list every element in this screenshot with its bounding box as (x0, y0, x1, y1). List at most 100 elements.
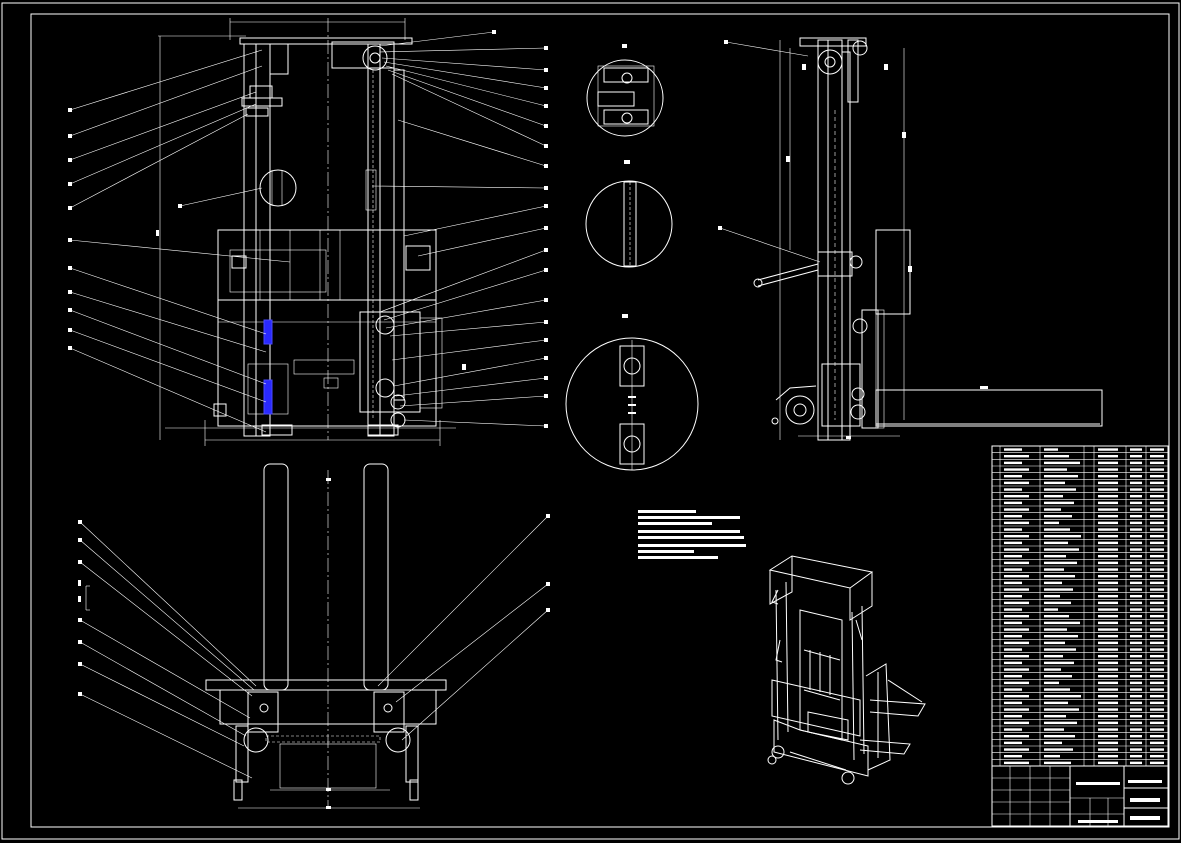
parts-list-cell (1130, 455, 1142, 458)
parts-list-cell (1098, 575, 1118, 578)
parts-list-cell (1004, 455, 1029, 458)
parts-list-cell (1130, 468, 1142, 471)
parts-list-cell (1150, 675, 1164, 678)
parts-list-cell (1098, 448, 1118, 451)
parts-list-cell (1098, 635, 1118, 638)
parts-list-cell (1004, 628, 1029, 631)
parts-list-cell (1044, 535, 1081, 538)
parts-list-cell (1044, 641, 1065, 645)
parts-list-cell (1004, 528, 1022, 531)
parts-list-cell (1044, 461, 1080, 465)
parts-list-cell (1044, 648, 1076, 651)
parts-list-cell (1004, 655, 1029, 658)
parts-list-cell (1150, 748, 1164, 751)
parts-list-cell (1004, 748, 1029, 751)
parts-list-cell (1004, 488, 1022, 491)
parts-list-cell (1044, 661, 1074, 665)
inner-frame (30, 13, 1170, 828)
parts-list-cell (1004, 495, 1029, 498)
parts-list-cell (1150, 461, 1164, 465)
parts-list-cell (1044, 608, 1058, 611)
parts-list-cell (1098, 761, 1118, 765)
parts-list-cell (1130, 481, 1142, 485)
parts-list-cell (1130, 501, 1142, 505)
parts-list-cell (1130, 688, 1142, 691)
parts-list-cell (1098, 608, 1118, 611)
parts-list-cell (1130, 695, 1142, 698)
parts-list-cell (1098, 655, 1118, 658)
parts-list-cell (1150, 695, 1164, 698)
side-view (718, 37, 1103, 441)
parts-list-cell (1130, 728, 1142, 731)
parts-list-cell (1098, 695, 1118, 698)
parts-list-cell (1098, 548, 1118, 551)
parts-list-cell (1004, 481, 1029, 485)
parts-list-cell (1004, 661, 1022, 665)
parts-list-cell (1044, 621, 1080, 625)
parts-list-cell (1150, 648, 1164, 651)
parts-list-cell (1150, 508, 1164, 511)
parts-list-cell (1150, 515, 1164, 518)
parts-list-cell (1004, 728, 1022, 731)
parts-list-cell (1098, 601, 1118, 605)
parts-list-cell (1044, 681, 1059, 685)
parts-list-cell (1004, 448, 1022, 451)
parts-list-cell (1130, 588, 1142, 591)
parts-list-cell (1150, 481, 1164, 485)
title-block (991, 765, 1169, 827)
parts-list-cell (1044, 555, 1066, 558)
parts-list-cell (1004, 648, 1022, 651)
parts-list-cell (1130, 668, 1142, 671)
parts-list-cell (1150, 621, 1164, 625)
parts-list-cell (1150, 528, 1164, 531)
parts-list-cell (1004, 608, 1022, 611)
parts-list-cell (1098, 521, 1118, 525)
parts-list-cell (1130, 461, 1142, 465)
parts-list-cell (1098, 648, 1118, 651)
parts-list-cell (1150, 628, 1164, 631)
technical-notes (638, 510, 746, 559)
front-view (68, 18, 548, 446)
parts-list-cell (1098, 615, 1118, 618)
parts-list-cell (1150, 655, 1164, 658)
parts-list-cell (1150, 555, 1164, 558)
parts-list-cell (1044, 468, 1067, 471)
parts-list-cell (1098, 555, 1118, 558)
parts-list-cell (1150, 541, 1164, 545)
parts-list-cell (1150, 668, 1164, 671)
parts-list-cell (1130, 488, 1142, 491)
parts-list-cell (1150, 755, 1164, 758)
parts-list-cell (1098, 515, 1118, 518)
parts-list-cell (1098, 475, 1118, 478)
parts-list-cell (1098, 461, 1118, 465)
parts-list-cell (1098, 495, 1118, 498)
parts-list-cell (1150, 715, 1164, 718)
parts-list-cell (1098, 708, 1118, 711)
parts-list-cell (1044, 721, 1077, 725)
parts-list-cell (1098, 661, 1118, 665)
parts-list-cell (1150, 588, 1164, 591)
parts-list-cell (1044, 701, 1068, 705)
parts-list-cell (1098, 681, 1118, 685)
parts-list-cell (1150, 641, 1164, 645)
parts-list-cell (1044, 561, 1077, 565)
parts-list-cell (1098, 501, 1118, 505)
parts-list-cell (1098, 748, 1118, 751)
parts-list-cell (1044, 501, 1074, 505)
parts-list-cell (1044, 635, 1078, 638)
parts-list-cell (1098, 721, 1118, 725)
parts-list-cell (1130, 735, 1142, 738)
parts-list-cell (1044, 735, 1075, 738)
parts-list-cell (1044, 455, 1069, 458)
parts-list-cell (1130, 701, 1142, 705)
detail-views (565, 44, 699, 471)
parts-list-cell (1098, 588, 1118, 591)
parts-list-cell (1130, 595, 1142, 598)
parts-list-cell (1004, 755, 1022, 758)
parts-list-cell (1130, 548, 1142, 551)
parts-list-cell (1044, 495, 1063, 498)
parts-list-cell (1150, 728, 1164, 731)
parts-list-cell (1004, 475, 1022, 478)
